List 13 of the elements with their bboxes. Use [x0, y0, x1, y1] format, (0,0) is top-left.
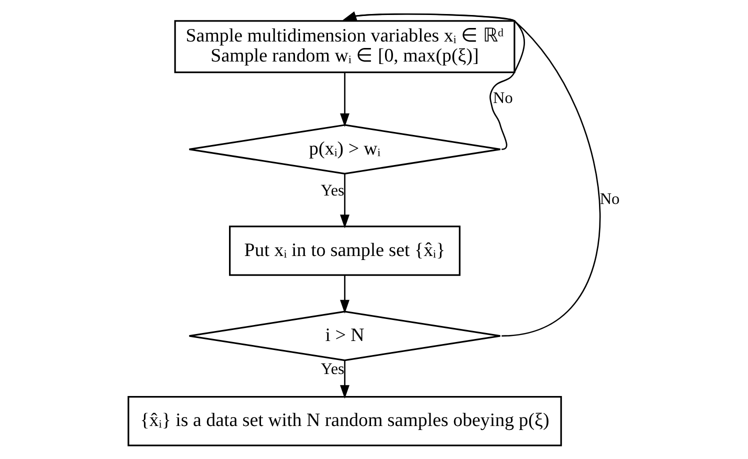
node-box: {x̂ᵢ} is a data set with N random samples obeying p(ξ): [127, 396, 562, 446]
edge-label: No: [492, 88, 512, 107]
node-box: Sample multidimension variables xᵢ ∈ ℝᵈ Sample random wᵢ ∈ [0, max(p(ξ)]: [174, 20, 515, 74]
edge-label: Yes: [320, 360, 344, 378]
arrow: [340, 276, 349, 314]
node-diamond: p(xᵢ) > wᵢ: [188, 124, 501, 174]
node-diamond: i > N: [188, 310, 501, 362]
arrow: [340, 72, 349, 127]
arrow: [340, 174, 349, 228]
node-box: Put xᵢ in to sample set {x̂ᵢ}: [228, 226, 460, 276]
arrow: [340, 360, 349, 399]
edge-label: No: [599, 190, 620, 208]
edge-label: Yes: [320, 182, 344, 200]
